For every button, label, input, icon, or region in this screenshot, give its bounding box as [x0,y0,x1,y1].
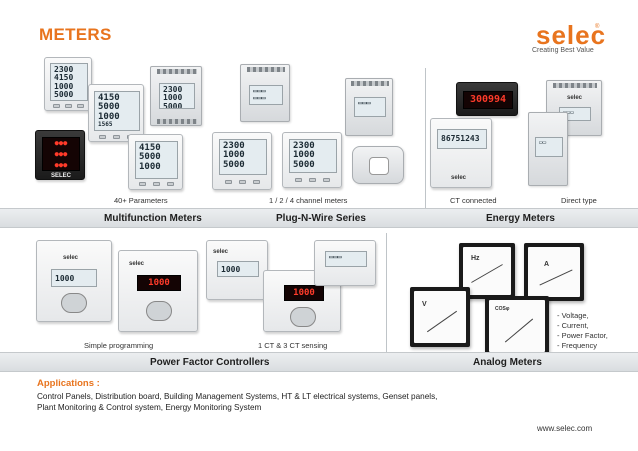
meter-reading: 1000 [223,150,245,161]
energy-meters-label: Energy Meters [486,213,555,224]
plug-n-wire-meter: ▭▭▭▭▭▭ [240,64,290,122]
multifunction-label: Multifunction Meters [104,213,202,224]
vertical-divider-bottom [386,233,387,371]
top-section-band [0,208,638,228]
meter-reading: 5000 [54,90,74,100]
applications-line: Plant Monitoring & Control system, Energ… [37,403,262,412]
meter-reading: 2300 [293,141,315,151]
meter-reading: 5000 [98,102,120,113]
pfc-caption-sensing: 1 CT & 3 CT sensing [258,341,328,350]
led-multifunction-meter: ●●●●●●●●● SELEC [35,130,85,180]
applications-line: Control Panels, Distribution board, Buil… [37,392,438,401]
multifunction-meter: 4150 5000 1000 1565 [88,84,144,142]
page-title: METERS [39,25,112,44]
energy-caption-ct: CT connected [450,196,497,205]
pfc-controller-center: 1000 [263,270,341,332]
meter-reading: 5000 [139,152,161,163]
meter-reading: 2300 [163,85,183,94]
meter-reading: 5000 [293,159,315,170]
plug-n-wire-meter: 2300 1000 5000 [282,132,342,188]
din-rail-meter: 2300 1000 5000 [150,66,202,126]
analog-meter-current: A [524,243,584,301]
applications-title: Applications : [37,378,100,389]
multifunction-meter: 2300 4150 1000 5000 [44,57,92,111]
logo-tagline: Creating Best Value [532,47,594,54]
meter-reading: 2300 [54,65,74,74]
meter-reading: 1565 [98,121,113,129]
analog-unit-label: A [544,261,550,268]
multifunction-meter: 4150 5000 1000 [128,134,183,190]
pfc-lcd2-reading: 1000 [217,261,259,277]
meter-reading: 1000 [163,93,183,103]
pfc-led-reading: 1000 [137,275,181,291]
bullet-item: - Power Factor, [557,331,608,340]
direct-energy-meter: ▭▭ [528,112,568,186]
bullet-item: - Voltage, [557,311,589,320]
bullet-item: - Current, [557,321,589,330]
energy-led-reading: 300994 [463,91,513,109]
led-energy-meter: 300994 [456,82,518,116]
analog-meter-power-factor: COSφ [485,296,549,356]
meter-reading: 1000 [139,161,161,172]
plug-n-wire-meter: 2300 1000 5000 [212,132,272,190]
meter-reading: 1000 [293,150,315,161]
meter-reading: 1000 [54,81,74,91]
meter-reading: 2300 [223,141,245,151]
analog-meters-label: Analog Meters [473,357,542,368]
analog-meter-voltage: V [410,287,470,347]
pfc-lcd-reading: 1000 [51,269,97,287]
meter-reading: 5000 [163,101,183,109]
website-link[interactable]: www.selec.com [537,424,593,433]
meter-reading: 1000 [98,111,120,122]
pfc-caption-programming: Simple programming [84,341,154,350]
applications-text: Control Panels, Distribution board, Buil… [37,391,507,413]
energy-lcd-reading: 86751243 [437,129,487,149]
bullet-item: - Frequency [557,341,598,350]
bottom-section-band [0,352,638,372]
meter-reading: 4150 [98,93,120,103]
analog-bullet-list: - Voltage, - Current, - Power Factor, - … [557,311,608,351]
meter-reading: 4150 [54,73,74,83]
selec-logo: selec [536,20,607,50]
energy-caption-direct: Direct type [561,196,597,205]
logo-registered-mark: ® [595,24,600,30]
meter-reading: 5000 [223,159,245,170]
plug-n-wire-caption: 1 / 2 / 4 channel meters [269,196,348,205]
plug-n-wire-din-meter: ▭▭▭ [345,78,393,136]
analog-unit-label: V [422,301,427,308]
ct-energy-meter: 86751243 selec [430,118,492,188]
pfc-controller-right: ▭▭▭ [314,240,376,286]
pfc-controller-small: selec 1000 [206,240,268,300]
meter-reading: 4150 [139,143,161,153]
analog-unit-label: COSφ [495,306,510,312]
pfc-led2-reading: 1000 [284,285,324,301]
plug-n-wire-label: Plug-N-Wire Series [276,213,366,224]
power-factor-label: Power Factor Controllers [150,357,270,368]
vertical-divider-top [425,68,426,228]
analog-unit-label: Hz [471,255,480,262]
multifunction-caption: 40+ Parameters [114,196,168,205]
pfc-controller-led: selec 1000 [118,250,198,332]
pfc-controller: selec 1000 [36,240,112,322]
analog-meter-frequency: Hz [459,243,515,299]
current-transformer [352,146,404,184]
